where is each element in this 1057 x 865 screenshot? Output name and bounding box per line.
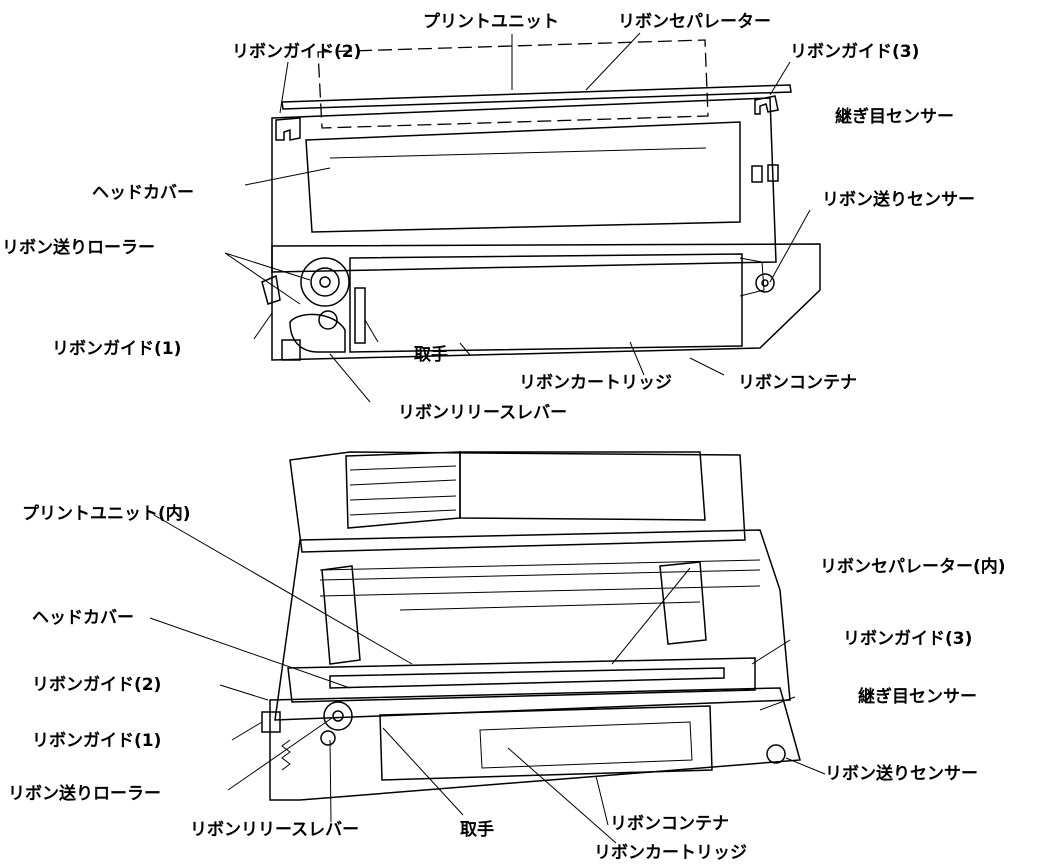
- print-unit-slats: [349, 465, 457, 516]
- ribbon-cartridge-inner: [739, 257, 765, 297]
- seam-sensor-block-a: [751, 165, 763, 183]
- label-ribbon-separator-inner: リボンセパレーター(内): [820, 557, 1006, 577]
- head-cover-inner: [305, 121, 741, 233]
- lower-spring: [281, 739, 291, 771]
- container-foot: [281, 339, 301, 361]
- cartridge-label-panel: [479, 721, 693, 769]
- right-bracket: [659, 561, 707, 645]
- label-ribbon-feed-roller: リボン送りローラー: [2, 238, 155, 258]
- label-ribbon-guide-2-lower: リボンガイド(2): [32, 675, 162, 695]
- label-ribbon-feed-roller-lower: リボン送りローラー: [8, 784, 161, 804]
- label-ribbon-guide-1-lower: リボンガイド(1): [32, 731, 162, 751]
- label-ribbon-feed-sensor-lower: リボン送りセンサー: [825, 764, 978, 784]
- ribbon-guide-1-shape: [261, 274, 281, 305]
- feed-roller-outer: [300, 257, 350, 307]
- print-unit-right-block: [459, 451, 706, 521]
- ribbon-separator-bar: [281, 84, 792, 110]
- left-bracket: [321, 565, 361, 665]
- lower-feed-sensor: [766, 744, 786, 764]
- print-unit-outline: [317, 39, 709, 129]
- head-cover-inner2: [329, 147, 707, 159]
- label-ribbon-guide-3-lower: リボンガイド(3): [843, 629, 973, 649]
- lower-feed-roller-hub: [332, 710, 344, 722]
- ribbon-container-body: [271, 243, 821, 361]
- print-unit-box: [289, 451, 746, 553]
- mechanism-frame: [274, 529, 791, 721]
- feed-sensor-dot: [761, 279, 769, 287]
- top-leader-lines: [224, 32, 811, 403]
- release-lever: [289, 313, 346, 353]
- lower-release-lever-knob: [320, 730, 336, 746]
- seam-sensor-block-b: [767, 164, 779, 182]
- ribbon-cartridge-body: [349, 253, 743, 353]
- head-cover-frame: [271, 97, 777, 273]
- label-seam-sensor: 継ぎ目センサー: [835, 107, 954, 127]
- label-handle-lower: 取手: [460, 820, 494, 840]
- cartridge-handle: [354, 287, 366, 344]
- label-ribbon-feed-sensor: リボン送りセンサー: [822, 190, 975, 210]
- label-head-cover-lower: ヘッドカバー: [32, 608, 134, 628]
- ribbon-cartridge-lower: [379, 705, 713, 781]
- ribbon-guide-3-hook: [754, 95, 779, 115]
- bottom-leader-lines: [149, 514, 826, 844]
- label-ribbon-release-lever-lower: リボンリリースレバー: [190, 820, 360, 840]
- release-lever-pivot: [318, 310, 338, 330]
- label-ribbon-release-lever: リボンリリースレバー: [398, 403, 568, 423]
- head-cover-bar: [287, 657, 756, 703]
- label-ribbon-cartridge: リボンカートリッジ: [519, 373, 672, 393]
- label-head-cover: ヘッドカバー: [92, 183, 194, 203]
- label-seam-sensor-lower: 継ぎ目センサー: [858, 687, 977, 707]
- print-unit-top-block: [345, 451, 461, 529]
- label-print-unit-inner: プリントユニット(内): [22, 504, 191, 524]
- ribbon-guide-2-hook: [275, 117, 301, 141]
- feed-roller-mid: [310, 267, 340, 297]
- label-ribbon-guide-1: リボンガイド(1): [52, 339, 182, 359]
- label-ribbon-container: リボンコンテナ: [738, 373, 857, 393]
- head-cover-slot: [329, 667, 725, 689]
- label-ribbon-cartridge-lower: リボンカートリッジ: [594, 843, 747, 863]
- label-ribbon-guide-2: リボンガイド(2): [232, 42, 362, 62]
- label-ribbon-guide-3: リボンガイド(3): [790, 42, 920, 62]
- lower-ribbon-guide-1: [261, 711, 281, 733]
- feed-roller-hub: [319, 276, 331, 288]
- lower-feed-roller: [323, 701, 353, 731]
- platen-rails: [319, 559, 761, 611]
- label-print-unit: プリントユニット: [423, 12, 559, 32]
- label-ribbon-container-lower: リボンコンテナ: [610, 814, 729, 834]
- ribbon-container-lower: [269, 687, 801, 801]
- label-handle: 取手: [414, 345, 448, 365]
- label-ribbon-separator: リボンセパレーター: [618, 12, 771, 32]
- feed-sensor-circle: [755, 273, 775, 293]
